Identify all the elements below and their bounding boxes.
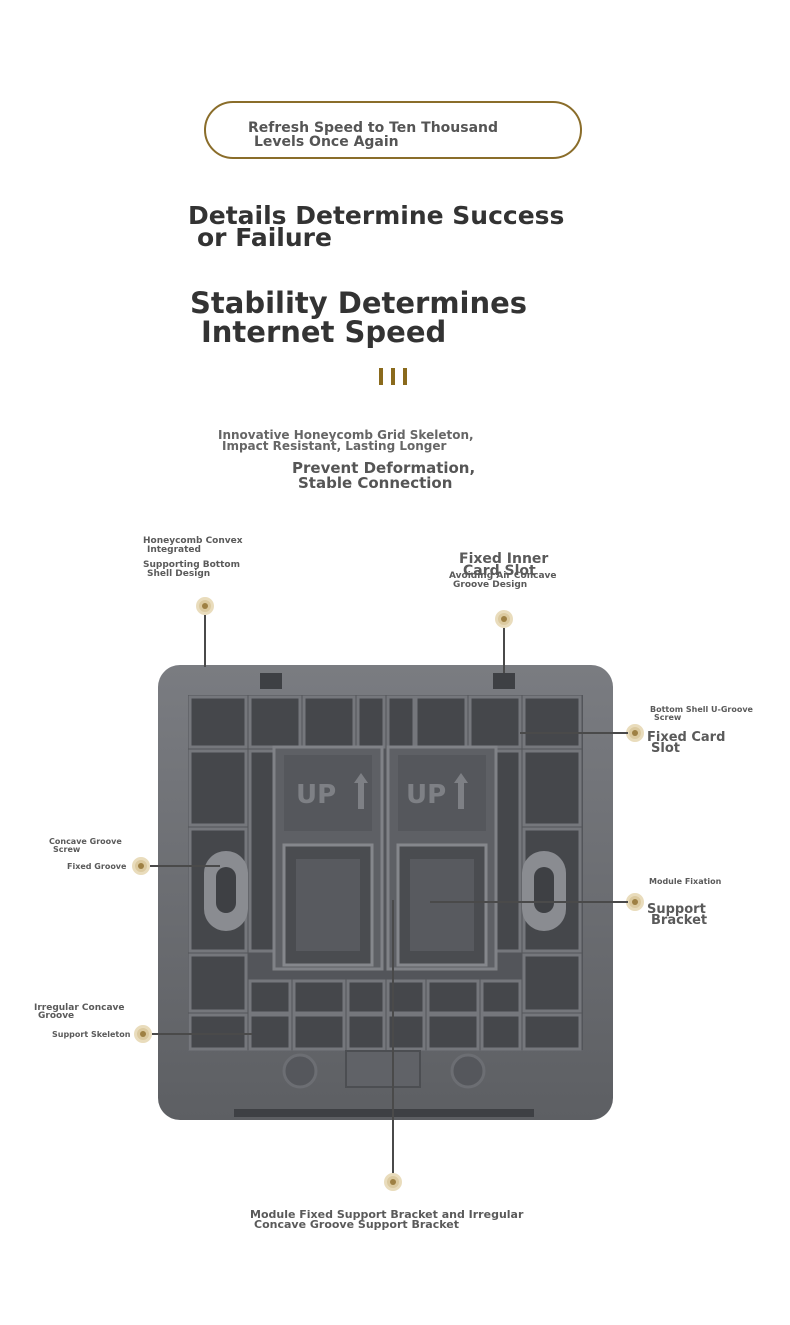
- divider-bar: [403, 368, 407, 385]
- callout-support-bracket-title-1: Support: [647, 902, 706, 917]
- divider-bar: [391, 368, 395, 385]
- callout-concave-screw-leader: [150, 865, 220, 867]
- callout-inner-slot: Fixed Inner Card Slot: [459, 551, 549, 579]
- stud-right: [450, 1053, 486, 1089]
- headline-stability: Stability Determines Internet Speed: [190, 289, 527, 347]
- callout-support-skeleton: Support Skeleton: [52, 1030, 131, 1039]
- callout-inner-slot-desc: Avoiding Air Concave Groove Design: [449, 572, 557, 590]
- callout-honeycomb-leader: [204, 615, 206, 667]
- callout-inner-slot-title-2: Card Slot: [463, 563, 536, 579]
- arrow-up-icon: [354, 773, 368, 809]
- callout-inner-slot-line-2: Groove Design: [453, 580, 528, 590]
- callout-irregular-marker: [134, 1025, 152, 1043]
- callout-support-bracket: Support Bracket: [647, 902, 708, 928]
- callout-u-groove: Bottom Shell U-Groove Screw: [650, 706, 753, 722]
- callout-irregular-line-1: Irregular Concave: [34, 1003, 125, 1013]
- callout-inner-slot-leader: [503, 628, 505, 673]
- headline-stability-line-1: Stability Determines: [190, 286, 528, 320]
- callout-inner-slot-title-1: Fixed Inner: [459, 551, 549, 567]
- callout-module-fixation-leader: [430, 901, 628, 903]
- pill-line-2: Levels Once Again: [254, 134, 399, 150]
- arrow-up-icon: [454, 773, 468, 809]
- stud-left: [282, 1053, 318, 1089]
- subtitle-deformation: Prevent Deformation, Stable Connection: [292, 461, 475, 491]
- callout-honeycomb-line-2: Integrated: [147, 545, 201, 555]
- callout-bottom-line-1: Module Fixed Support Bracket and Irregul…: [250, 1208, 524, 1221]
- subtitle-honeycomb-line-2: Impact Resistant, Lasting Longer: [222, 439, 447, 453]
- screw-slot-left: [204, 851, 248, 931]
- pill-banner: [204, 101, 582, 159]
- divider-bars: [379, 368, 411, 386]
- callout-u-groove-marker: [626, 724, 644, 742]
- callout-irregular-leader: [152, 1033, 252, 1035]
- panel-back-illustration: UP UP: [158, 665, 613, 1120]
- callout-bottom: Module Fixed Support Bracket and Irregul…: [250, 1208, 524, 1231]
- callout-honeycomb-line-3: Supporting Bottom: [143, 560, 240, 570]
- callout-fixed-groove: Fixed Groove: [67, 862, 127, 871]
- module-up-label-right: UP: [406, 780, 446, 810]
- subtitle-honeycomb-line-1: Innovative Honeycomb Grid Skeleton,: [218, 428, 474, 442]
- callout-honeycomb-line-1: Honeycomb Convex: [143, 536, 243, 546]
- subtitle-deformation-line-2: Stable Connection: [298, 474, 453, 492]
- callout-inner-slot-line-1: Avoiding Air Concave: [449, 571, 557, 581]
- callout-u-groove-leader: [520, 732, 628, 734]
- subtitle-honeycomb: Innovative Honeycomb Grid Skeleton, Impa…: [218, 428, 474, 453]
- divider-bar: [379, 368, 383, 385]
- callout-concave-screw-line-2: Screw: [53, 845, 81, 854]
- callout-concave-screw-line-1: Concave Groove: [49, 837, 122, 846]
- module-up-label-left: UP: [296, 780, 336, 810]
- module-right: UP: [386, 745, 498, 971]
- callout-u-groove-title: Fixed Card Slot: [647, 730, 726, 756]
- callout-u-groove-line-1: Bottom Shell U-Groove: [650, 705, 753, 714]
- callout-inner-slot-marker: [495, 610, 513, 628]
- callout-u-groove-line-2: Screw: [654, 713, 682, 722]
- bottom-rail: [234, 1109, 534, 1117]
- pill-banner-text: Refresh Speed to Ten Thousand Levels Onc…: [248, 121, 568, 149]
- callout-concave-screw: Concave Groove Screw: [49, 838, 122, 854]
- bottom-clip: [345, 1050, 421, 1088]
- callout-support-bracket-title-2: Bracket: [651, 913, 708, 928]
- callout-bottom-marker: [384, 1173, 402, 1191]
- headline-details-line-1: Details Determine Success: [188, 201, 565, 230]
- pill-line-1: Refresh Speed to Ten Thousand: [248, 120, 499, 136]
- module-left: UP: [272, 745, 384, 971]
- callout-honeycomb: Honeycomb Convex Integrated Supporting B…: [143, 537, 243, 579]
- top-tab: [260, 673, 282, 689]
- headline-details-line-2: or Failure: [197, 223, 332, 252]
- screw-slot-right: [522, 851, 566, 931]
- headline-details: Details Determine Success or Failure: [188, 201, 565, 252]
- honeycomb-grid: [188, 695, 582, 1051]
- top-tab: [493, 673, 515, 689]
- callout-honeycomb-line-4: Shell Design: [147, 569, 211, 579]
- headline-stability-line-2: Internet Speed: [201, 315, 447, 349]
- callout-irregular-line-2: Groove: [38, 1011, 75, 1021]
- callout-bottom-line-2: Concave Groove Support Bracket: [254, 1218, 459, 1231]
- callout-honeycomb-marker: [196, 597, 214, 615]
- callout-irregular: Irregular Concave Groove: [34, 1003, 125, 1021]
- callout-bottom-leader: [392, 900, 394, 1175]
- callout-u-groove-title-1: Fixed Card: [647, 730, 726, 745]
- callout-module-fixation-marker: [626, 893, 644, 911]
- callout-u-groove-title-2: Slot: [651, 741, 680, 756]
- callout-module-fixation: Module Fixation: [649, 877, 722, 886]
- subtitle-deformation-line-1: Prevent Deformation,: [292, 459, 476, 477]
- callout-concave-screw-marker: [132, 857, 150, 875]
